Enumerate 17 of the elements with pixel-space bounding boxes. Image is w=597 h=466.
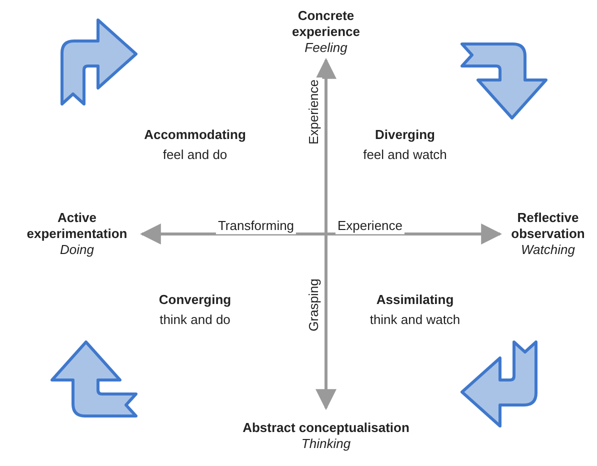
style-name: Diverging [373,127,437,143]
pole-title: Active experimentation [26,210,128,242]
style-name: Converging [156,292,234,308]
mode-text: Doing [60,242,94,258]
axis-label: Experience [335,218,405,234]
axis-arrow [140,224,502,244]
pole-title: Reflective observation [510,210,586,242]
style-name: Accommodating [142,127,248,143]
pole-title: Concrete experience [291,8,361,40]
style-name: Assimilating [374,292,456,308]
mode-text: Thinking [301,436,351,452]
axis-arrow [316,58,336,410]
axis-label: Grasping [306,276,322,334]
mode-text: Watching [521,242,575,258]
axis-label: Transforming [216,218,296,234]
mode-text: Feeling [304,40,348,56]
pole-title: Abstract conceptualisation [242,420,410,436]
